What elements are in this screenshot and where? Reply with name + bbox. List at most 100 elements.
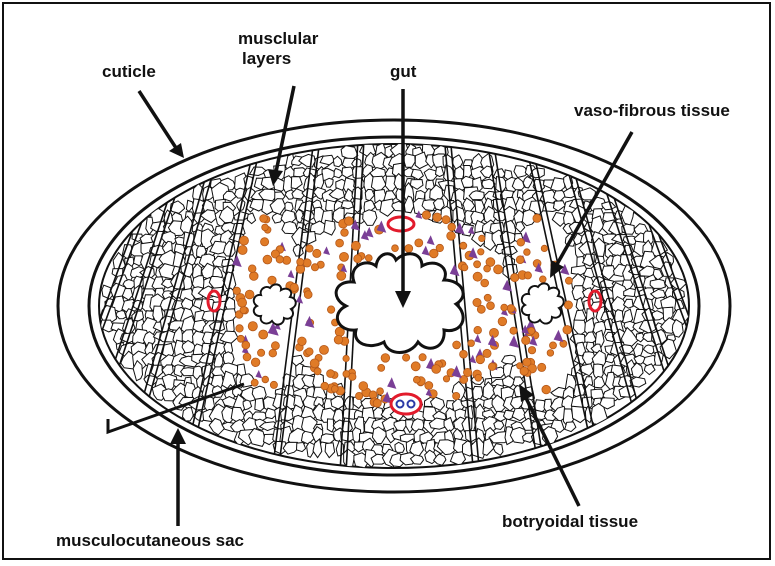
label-botryoidal-tissue: botryoidal tissue xyxy=(502,511,638,533)
botryoidal-cell xyxy=(528,347,535,354)
botryoidal-cell xyxy=(238,246,247,255)
botryoidal-cell xyxy=(443,376,449,382)
muscle-cell xyxy=(255,398,264,411)
botryoidal-cell xyxy=(321,382,329,390)
botryoidal-cell xyxy=(522,336,530,344)
botryoidal-cell xyxy=(259,330,268,339)
vaso-fibrous-tissue-left xyxy=(254,284,296,324)
muscle-cell xyxy=(650,279,665,288)
botryoidal-cell xyxy=(242,341,250,349)
botryoidal-cell xyxy=(447,232,456,241)
label-gut: gut xyxy=(390,61,416,83)
botryoidal-cell xyxy=(517,239,525,247)
botryoidal-cell xyxy=(304,291,312,299)
cuticle-arrow xyxy=(139,91,178,151)
botryoidal-cell xyxy=(340,252,349,261)
botryoidal-cell xyxy=(476,355,485,364)
botryoidal-cell xyxy=(474,261,481,268)
botryoidal-cell xyxy=(237,335,244,342)
botryoidal-cell xyxy=(488,363,496,371)
botryoidal-cell xyxy=(484,265,491,272)
botryoidal-cell xyxy=(240,306,247,313)
botryoidal-cell xyxy=(510,327,517,334)
botryoidal-cell xyxy=(461,264,468,271)
botryoidal-cell xyxy=(415,239,423,247)
botryoidal-cell xyxy=(298,337,307,346)
botryoidal-cell xyxy=(263,255,272,264)
botryoidal-cell xyxy=(245,290,254,299)
vaso-fibrous-tissue-right xyxy=(522,283,564,323)
botryoidal-cell xyxy=(250,272,259,281)
muscle-cell xyxy=(116,311,126,319)
botryoidal-cell xyxy=(327,306,334,313)
botryoidal-cell xyxy=(251,379,258,386)
botryoidal-cell xyxy=(533,214,541,222)
botryoidal-cell xyxy=(262,224,269,231)
botryoidal-cell xyxy=(478,249,484,255)
botryoidal-cell xyxy=(547,350,554,357)
botryoidal-cell xyxy=(520,367,528,375)
botryoidal-cell xyxy=(538,363,546,371)
botryoidal-cell xyxy=(481,279,489,287)
botryoidal-cell xyxy=(310,359,319,368)
botryoidal-cell xyxy=(422,211,430,219)
botryoidal-cell xyxy=(475,374,482,381)
botryoidal-cell xyxy=(516,256,524,264)
botryoidal-cell xyxy=(490,328,499,337)
botryoidal-cell xyxy=(270,381,277,388)
botryoidal-cell xyxy=(524,272,531,279)
label-muscular-layers-line2: layers xyxy=(242,48,291,70)
botryoidal-cell xyxy=(405,245,413,253)
botryoidal-cell xyxy=(337,271,346,280)
body-cross-section xyxy=(4,4,769,558)
botryoidal-cell xyxy=(453,341,461,349)
botryoidal-cell xyxy=(373,399,381,407)
label-vaso-fibrous-tissue: vaso-fibrous tissue xyxy=(574,100,730,122)
botryoidal-cell xyxy=(487,302,495,310)
botryoidal-cell xyxy=(473,272,482,281)
diagram-figure: cuticle musclular layers gut vaso-fibrou… xyxy=(2,2,771,560)
botryoidal-cell xyxy=(377,388,384,395)
muscle-cell xyxy=(403,154,415,167)
botryoidal-cell xyxy=(432,365,441,374)
botryoidal-cell xyxy=(271,342,279,350)
botryoidal-cell xyxy=(303,259,311,267)
botryoidal-cell xyxy=(448,223,456,231)
botryoidal-cell xyxy=(474,326,482,334)
botryoidal-cell xyxy=(507,305,515,313)
botryoidal-cell xyxy=(336,239,344,247)
botryoidal-cell xyxy=(425,382,433,390)
botryoidal-cell xyxy=(314,368,321,375)
botryoidal-cell xyxy=(251,358,260,367)
botryoidal-cell xyxy=(311,264,318,271)
botryoidal-cell xyxy=(260,215,268,223)
muscle-cell xyxy=(209,322,224,331)
muscle-cell xyxy=(461,176,474,187)
botryoidal-cell xyxy=(343,355,349,361)
botryoidal-cell xyxy=(564,301,572,309)
botryoidal-cell xyxy=(501,304,508,311)
botryoidal-cell xyxy=(351,241,360,250)
botryoidal-cell xyxy=(413,376,420,383)
botryoidal-cell xyxy=(523,358,531,366)
muscle-cell xyxy=(455,166,464,179)
botryoidal-cell xyxy=(464,368,472,376)
botryoidal-cell xyxy=(258,349,265,356)
label-muscular-layers-line1: musclular xyxy=(238,28,318,50)
gut xyxy=(336,254,463,353)
botryoidal-cell xyxy=(524,249,531,256)
botryoidal-cell xyxy=(411,362,420,371)
botryoidal-cell xyxy=(479,235,485,241)
botryoidal-cell xyxy=(320,345,329,354)
botryoidal-cell xyxy=(306,348,313,355)
botryoidal-cell xyxy=(297,258,304,265)
botryoidal-cell xyxy=(484,294,491,301)
botryoidal-cell xyxy=(331,386,338,393)
botryoidal-cell xyxy=(341,229,349,237)
botryoidal-cell xyxy=(327,370,335,378)
botryoidal-cell xyxy=(540,276,547,283)
botryoidal-cell xyxy=(498,317,507,326)
botryoidal-cell xyxy=(343,371,350,378)
botryoidal-cell xyxy=(541,245,547,251)
botryoidal-cell xyxy=(381,354,390,363)
